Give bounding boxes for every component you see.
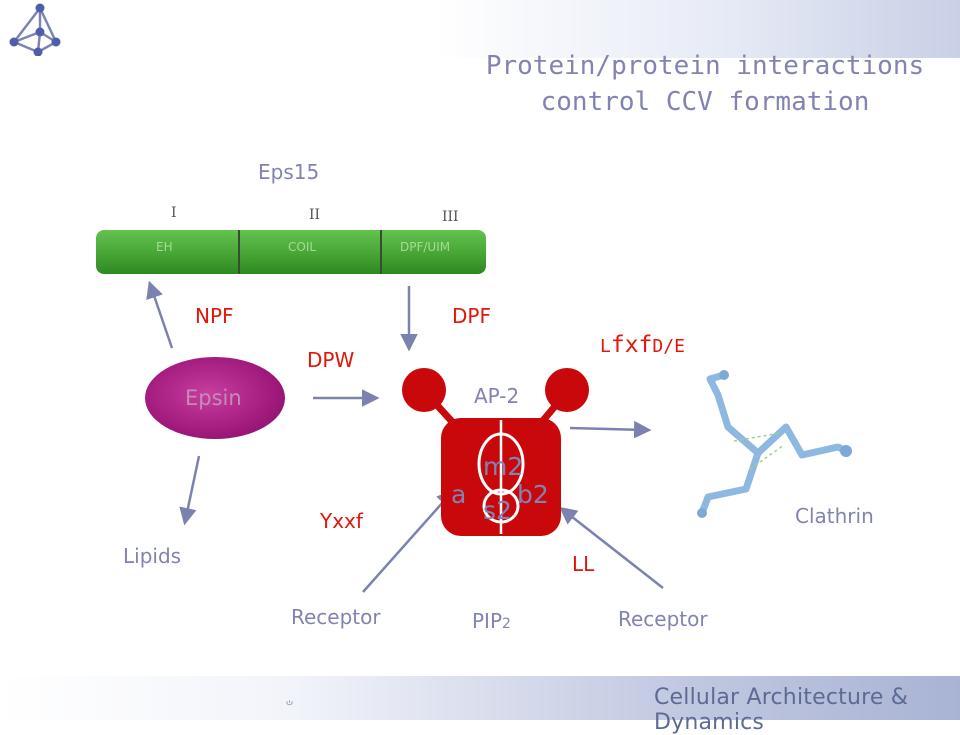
eps15-domain-coil: COIL — [288, 240, 317, 254]
ap2-b2-label: b2 — [517, 480, 549, 509]
lipids-label: Lipids — [123, 544, 182, 568]
clathrin-triskelion — [697, 370, 852, 518]
lfxf-core: fxf — [610, 332, 653, 358]
domain-divider — [238, 230, 240, 274]
footer-band — [0, 676, 960, 720]
ll-motif: LL — [572, 552, 595, 576]
ap2-ear-right — [545, 368, 589, 412]
lfxf-prefix: L — [600, 336, 611, 357]
title-line-1: Protein/protein interactions — [485, 51, 925, 81]
ap2-label: AP-2 — [474, 384, 520, 408]
eps15-region-2: II — [309, 207, 321, 223]
arrow-receptor-to-ap2-right — [559, 506, 664, 589]
logo-icon — [9, 3, 61, 56]
domain-divider — [380, 230, 382, 274]
eps15-label: Eps15 — [258, 160, 320, 184]
epsin-label: Epsin — [185, 386, 242, 410]
pip2-text: PIP — [472, 609, 503, 633]
eps15-domain-bar: EH COIL DPF/UIM — [96, 230, 486, 274]
title-line-2: control CCV formation — [540, 87, 870, 117]
pip2-subscript: 2 — [502, 616, 511, 632]
ap2-complex — [402, 368, 589, 536]
slide-title: Protein/protein interactions control CCV… — [480, 48, 930, 120]
footer-glyph: ഄ — [286, 694, 293, 708]
eps15-domain-eh: EH — [156, 240, 173, 254]
pip2-label: PIP2 — [472, 609, 511, 633]
dpf-motif: DPF — [452, 304, 491, 328]
header-band — [0, 0, 960, 58]
arrow-receptor-to-ap2-left — [362, 489, 455, 593]
lfxf-suffix: D/E — [652, 336, 685, 357]
ap2-m2-subunit — [477, 432, 525, 496]
footer-brand-text: Cellular Architecture & Dynamics — [654, 685, 909, 735]
arrow-epsin-to-eps15 — [146, 280, 174, 349]
ap2-s2-subunit — [482, 488, 520, 524]
yxxf-motif: Yxxf — [320, 509, 363, 533]
ap2-a-label: a — [451, 480, 467, 509]
epsin-protein — [145, 357, 285, 439]
lfxf-motif: LfxfD/E — [600, 332, 685, 358]
npf-motif: NPF — [195, 304, 234, 328]
clathrin-label: Clathrin — [795, 504, 874, 528]
ap2-ear-left — [402, 368, 446, 412]
dpw-motif: DPW — [307, 348, 355, 372]
arrow-ap2-to-clathrin — [569, 420, 652, 439]
eps15-domain-dpf-uim: DPF/UIM — [400, 240, 451, 254]
ap2-m2-label: m2 — [483, 452, 524, 481]
receptor-left-label: Receptor — [291, 605, 381, 629]
interaction-arrows — [146, 280, 664, 593]
receptor-right-label: Receptor — [618, 607, 708, 631]
eps15-region-3: III — [442, 209, 459, 225]
ap2-s2-label: s2 — [483, 496, 512, 525]
arrow-epsin-to-lipids — [179, 455, 201, 526]
eps15-region-1: I — [171, 205, 177, 221]
